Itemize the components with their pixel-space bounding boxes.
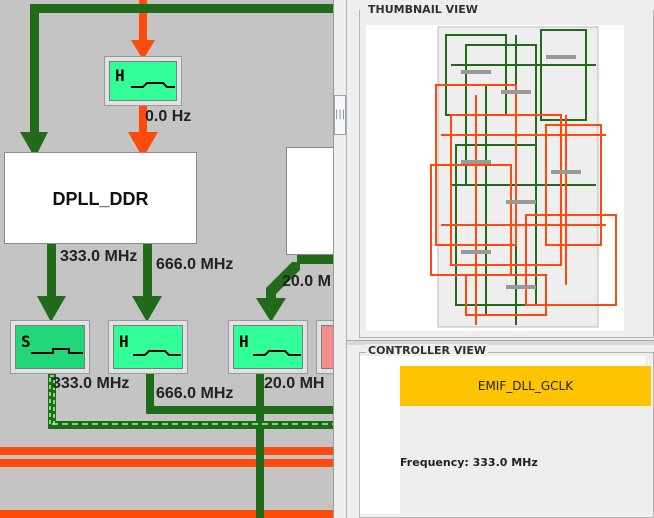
controller-view-title: CONTROLLER VIEW xyxy=(366,344,489,357)
mux-top[interactable]: H xyxy=(104,56,182,106)
green-wire-dpll-out-2 xyxy=(143,244,152,300)
orange-bus-2 xyxy=(0,459,333,467)
orange-input-wire-top xyxy=(139,0,147,40)
orange-bus-3 xyxy=(0,510,333,518)
orange-bus-1 xyxy=(0,447,333,455)
mux-top-label: H xyxy=(115,66,125,85)
mux-h1-label: H xyxy=(119,332,129,351)
mux-s-output-frequency: 333.0 MHz xyxy=(52,375,130,392)
green-wire-mux-h2-out xyxy=(256,374,264,518)
mux-s[interactable]: S xyxy=(10,320,90,374)
dpll-out-2-frequency: 666.0 MHz xyxy=(156,256,234,273)
green-wire-top-horizontal xyxy=(30,4,333,13)
controller-view-panel: CONTROLLER VIEW EMIF_DLL_GCLK Frequency:… xyxy=(359,344,654,518)
mux-h2[interactable]: H xyxy=(228,320,308,374)
green-wire-right-horizontal xyxy=(297,255,333,264)
green-wire-left-vertical xyxy=(30,4,39,134)
green-wire-mux-h1-horizontal xyxy=(146,406,333,414)
thumbnail-view-title: THUMBNAIL VIEW xyxy=(366,3,480,16)
selected-path-vertical xyxy=(49,375,55,425)
dpll-out-1-frequency: 333.0 MHz xyxy=(60,248,138,265)
green-wire-dpll-out-1 xyxy=(47,244,56,300)
orange-wire-mid xyxy=(139,104,147,134)
clock-wires xyxy=(0,0,333,518)
green-arrow-mux-h1 xyxy=(132,296,162,322)
thumbnail-image[interactable] xyxy=(366,25,624,331)
frequency-label: Frequency: 333.0 MHz xyxy=(400,456,538,469)
orange-arrow-top xyxy=(131,40,155,60)
dpll-ddr-label: DPLL_DDR xyxy=(52,189,149,209)
dpll-ddr-box[interactable]: DPLL_DDR xyxy=(4,152,197,244)
green-arrow-mux-h2 xyxy=(256,298,286,322)
green-wire-diagonal xyxy=(266,262,300,300)
clock-tree-canvas[interactable]: H 0.0 Hz DPLL_DDR 333.0 MHz 666.0 MHz 20… xyxy=(0,0,333,518)
splitter-grip-handle[interactable]: ||| xyxy=(334,95,346,135)
thumbnail-graph-icon xyxy=(430,26,617,328)
controller-details: Frequency: 333.0 MHz xyxy=(400,406,651,514)
clock-name-header: EMIF_DLL_GCLK xyxy=(400,366,651,406)
green-arrow-mux-s xyxy=(37,296,66,322)
mux-h1-output-frequency: 666.0 MHz xyxy=(156,385,234,402)
partial-node-box[interactable] xyxy=(286,147,333,255)
vertical-splitter[interactable]: ||| xyxy=(333,0,347,518)
green-wire-mux-s-out xyxy=(48,374,56,426)
mux-s-label: S xyxy=(21,332,31,351)
right-panel: THUMBNAIL VIEW xyxy=(347,0,654,518)
mux-h1[interactable]: H xyxy=(108,320,188,374)
green-wire-mux-h1-out xyxy=(146,374,154,414)
orange-arrow-dpll xyxy=(128,132,158,158)
controller-view-content: EMIF_DLL_GCLK Frequency: 333.0 MHz xyxy=(360,356,651,514)
horizontal-splitter[interactable] xyxy=(347,340,654,345)
thumbnail-view-panel: THUMBNAIL VIEW xyxy=(359,3,654,338)
top-input-frequency: 0.0 Hz xyxy=(145,108,192,125)
mux-partial[interactable] xyxy=(316,320,333,374)
green-wire-mux-s-horizontal xyxy=(48,421,333,429)
mux-h2-label: H xyxy=(239,332,249,351)
green-arrow-dpll-left xyxy=(20,132,48,158)
mux-h2-output-frequency: 20.0 MH xyxy=(264,375,325,392)
right-partial-frequency: 20.0 M xyxy=(282,273,331,290)
